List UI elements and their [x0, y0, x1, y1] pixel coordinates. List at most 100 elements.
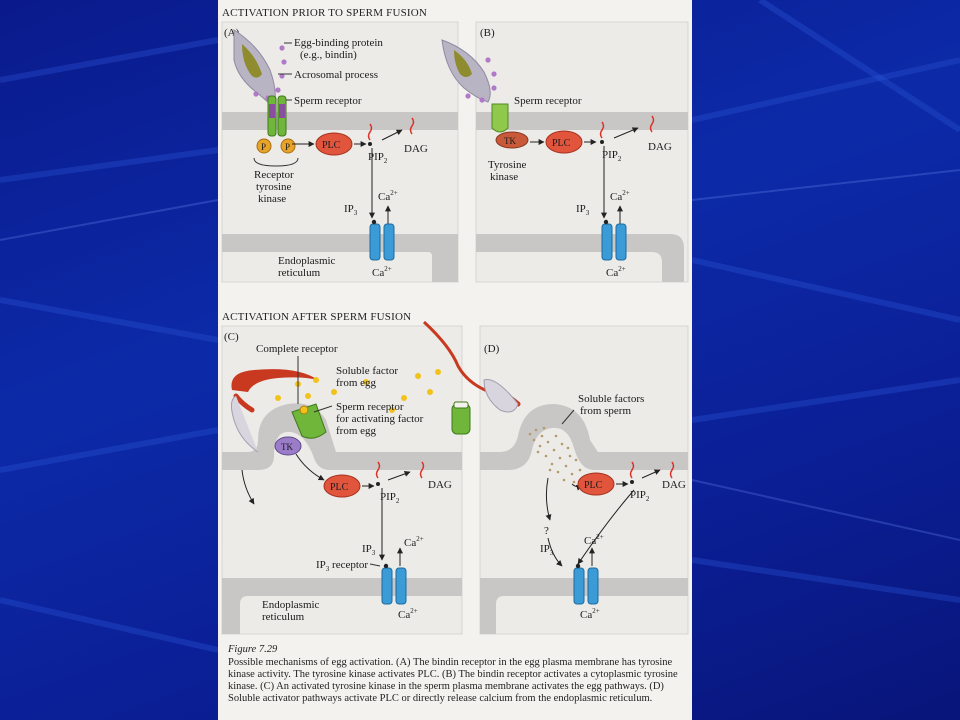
label-tyrosine-a: tyrosine: [256, 181, 292, 193]
receptor-core-left-a: [269, 104, 275, 118]
phosphate-label-right-a: P: [285, 142, 290, 152]
dag-label-a: DAG: [404, 143, 428, 155]
plasma-membrane-b: [476, 112, 688, 130]
ip3-label-d: IP3: [540, 543, 554, 557]
arrow-to-dag-a: [381, 129, 403, 141]
ip3-channel-right-a: [383, 223, 395, 261]
pip2-squiggle-c: [375, 461, 381, 479]
plc-label-b: PLC: [552, 138, 571, 149]
ca-er-label-a: Ca2+: [372, 265, 392, 279]
label-acrosomal-process: Acrosomal process: [294, 69, 378, 81]
free-receptor-cap-c: [453, 401, 469, 409]
plc-label-a: PLC: [322, 140, 341, 151]
ip3-channel-right-c: [395, 567, 407, 605]
er-membrane-b: [476, 234, 684, 282]
pip2-head-d: [630, 480, 634, 484]
label-endoplasmic-a: Endoplasmic: [278, 255, 336, 267]
acrosome-a: [242, 44, 262, 78]
ip3-channel-right-d: [587, 567, 599, 605]
dag-squiggle-b: [649, 115, 655, 133]
phosphate-right-a: [280, 138, 296, 154]
ca-er-label-c: Ca2+: [398, 607, 418, 621]
label-from-egg: from egg: [336, 377, 377, 389]
leader-sperm-receptor-c: [313, 405, 333, 413]
leader-soluble-factors: [561, 409, 575, 425]
ip3-label-a: IP3: [344, 203, 358, 217]
label-reticulum-a: reticulum: [278, 267, 321, 279]
arrow-fusion-c: [241, 469, 255, 505]
arrow-to-dag-c: [387, 471, 411, 481]
ca-label-d: Ca2+: [584, 533, 604, 547]
label-sperm-receptor-c: Sperm receptor: [336, 401, 404, 413]
plasma-membrane-c: [222, 403, 462, 470]
pip2-squiggle-b: [599, 121, 605, 139]
tk-enzyme-b: [495, 131, 529, 149]
pip2-head-a: [368, 142, 372, 146]
bound-factor-c: [299, 405, 309, 415]
label-endoplasmic-c: Endoplasmic: [262, 599, 320, 611]
label-reticulum-c: reticulum: [262, 611, 305, 623]
acrosome-b: [454, 50, 472, 77]
sperm-head-d: [483, 379, 519, 413]
pip2-label-d: PIP2: [630, 489, 650, 503]
figure-caption-text: Possible mechanisms of egg activation. (…: [228, 657, 678, 704]
panel-a: (A) P P Egg-binding protein (e.g., bindi…: [221, 21, 459, 283]
arrow-direct-d: [545, 477, 552, 521]
ip3-channel-right-b: [615, 223, 627, 261]
ip3-label-b: IP3: [576, 203, 590, 217]
label-tyrosine-b: Tyrosine: [488, 159, 526, 171]
phosphate-label-left-a: P: [261, 142, 266, 152]
dag-label-d: DAG: [662, 479, 686, 491]
ip3-channel-left-b: [601, 223, 613, 261]
section-title-prior: ACTIVATION PRIOR TO SPERM FUSION: [222, 7, 427, 19]
dag-squiggle-a: [409, 117, 415, 135]
er-membrane-d: [480, 578, 688, 634]
phosphate-left-a: [256, 138, 272, 154]
textbook-page: ACTIVATION PRIOR TO SPERM FUSION ACTIVAT…: [218, 0, 692, 720]
ca-label-c: Ca2+: [404, 535, 424, 549]
section-title-after: ACTIVATION AFTER SPERM FUSION: [222, 311, 411, 323]
label-from-sperm: from sperm: [580, 405, 631, 417]
question-mark-d: ?: [544, 525, 549, 537]
plc-enzyme-c: [323, 474, 361, 498]
panel-b: (B) Sperm receptor TK Tyrosine kinase PL…: [441, 21, 689, 283]
arrow-question-to-channel-d: [547, 537, 563, 567]
sperm-tail-c: [231, 369, 318, 392]
plasma-membrane-a: [222, 112, 458, 130]
figure-number: Figure 7.29: [228, 644, 278, 655]
plc-enzyme-a: [315, 132, 353, 156]
ip3-channel-left-a: [369, 223, 381, 261]
figure-caption: Figure 7.29 Possible mechanisms of egg a…: [228, 644, 686, 705]
label-sperm-receptor-a: Sperm receptor: [294, 95, 362, 107]
soluble-factor-particles-d: [528, 426, 582, 484]
ca-label-a: Ca2+: [378, 189, 398, 203]
soluble-factor-dots-c: [275, 369, 441, 413]
plasma-membrane-d: [480, 404, 688, 470]
ca-label-b: Ca2+: [610, 189, 630, 203]
ca-er-label-b: Ca2+: [606, 265, 626, 279]
ip3-label-c: IP3: [362, 543, 376, 557]
arrow-to-dag-d: [641, 469, 661, 479]
label-kinase-a: kinase: [258, 193, 286, 205]
label-soluble-factors: Soluble factors: [578, 393, 644, 405]
panel-label-c: (C): [224, 331, 239, 343]
arrow-pip2-to-ip3-d: [577, 489, 635, 565]
ip3-dot-a: [371, 219, 377, 225]
label-for-activating: for activating factor: [336, 413, 424, 425]
leader-ip3-receptor-c: [369, 563, 381, 567]
sperm-receptor-b: [491, 103, 509, 133]
arrow-to-plc-c: [295, 453, 325, 481]
panel-c: (C) TK Complete receptor Soluble factor …: [221, 325, 471, 635]
label-kinase-b: kinase: [490, 171, 518, 183]
dag-label-b: DAG: [648, 141, 672, 153]
sperm-head-c: [230, 395, 259, 453]
arrow-to-dag-b: [613, 127, 639, 139]
plc-label-d: PLC: [584, 480, 603, 491]
ip3-dot-c: [383, 563, 389, 569]
sperm-midpiece-c: [233, 393, 255, 413]
bindin-dots-b: [465, 57, 497, 103]
panel-label-b: (B): [480, 27, 495, 39]
tk-enzyme-c: [274, 436, 302, 456]
dag-label-c: DAG: [428, 479, 452, 491]
